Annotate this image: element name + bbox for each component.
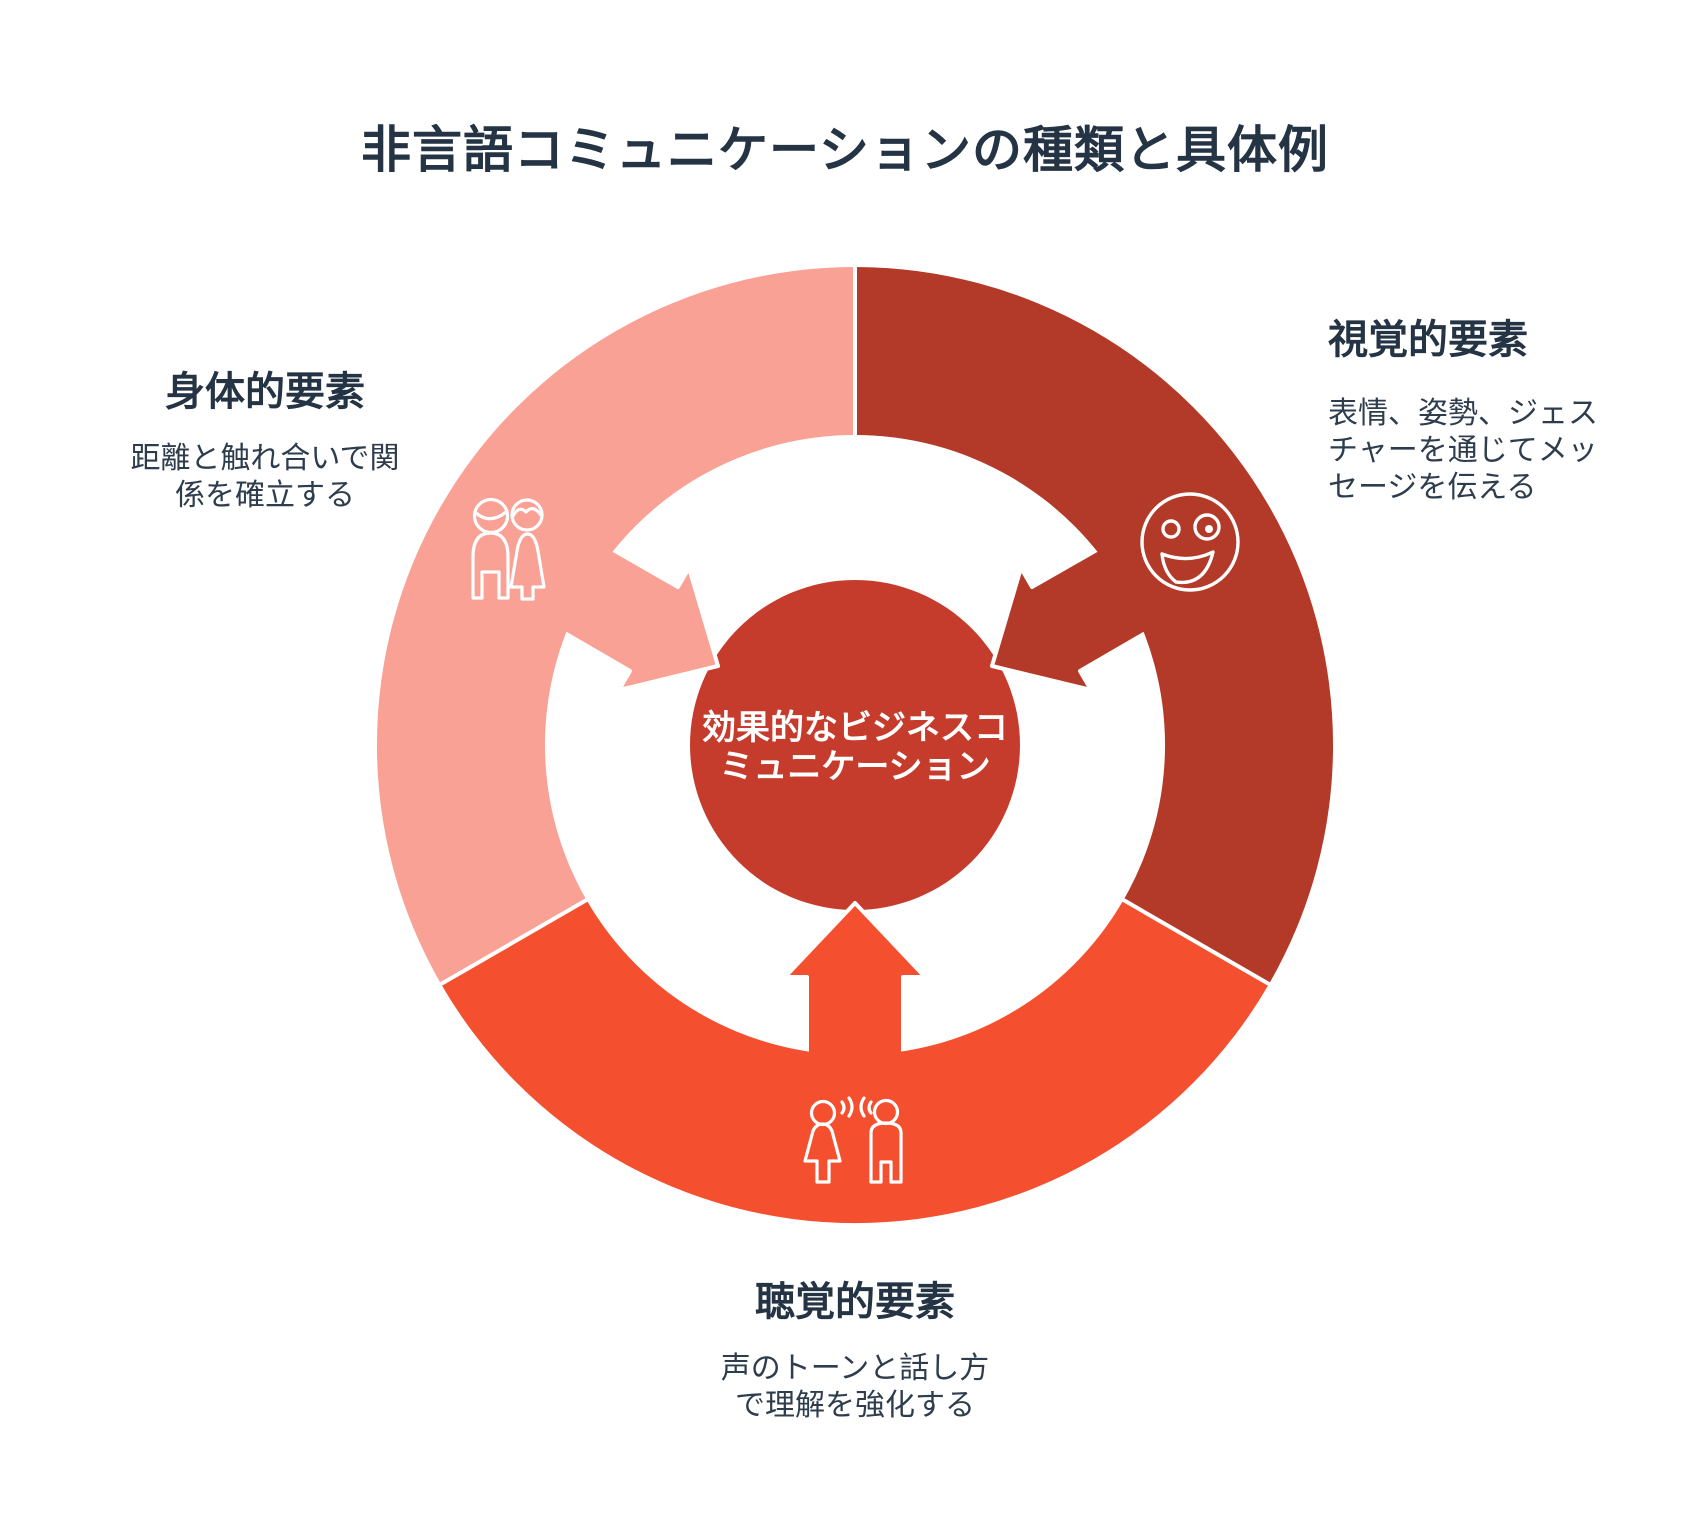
center-circle-label: 効果的なビジネスコ ミュニケーション [702,707,1008,787]
visual-description: 表情、姿勢、ジェス チャーを通じてメッ セージを伝える [1328,396,1598,506]
center-circle [690,580,1020,910]
sound-wave [847,1096,854,1118]
auditory-heading: 聴覚的要素 [755,1279,955,1325]
segment-divider-lower-right [1109,890,1281,992]
ring-segment-visual [855,267,1334,984]
ring-segment-auditory [441,900,1269,1224]
visual-heading: 視覚的要素 [1328,317,1528,363]
segment-divider-lower-left [429,890,601,992]
segment-dividers [429,255,1281,992]
label-auditory: 聴覚的要素 声のトーンと話し方 で理解を強化する [595,1278,1115,1424]
sound-wave [840,1100,846,1115]
sound-wave [867,1100,873,1115]
physical-description: 距離と触れ合いで関 係を確立する [130,441,400,514]
smiley-icon [1140,492,1240,592]
label-physical: 身体的要素 距離と触れ合いで関 係を確立する [55,368,475,514]
auditory-description: 声のトーンと話し方 で理解を強化する [720,1351,990,1424]
talking-people-icon [803,1096,903,1184]
page-title: 非言語コミュニケーションの種類と具体例 [361,121,1329,179]
sound-wave [859,1096,866,1118]
physical-heading: 身体的要素 [165,369,365,415]
donut-ring [376,267,1334,1224]
ring-segment-physical [376,267,855,984]
label-visual: 視覚的要素 表情、姿勢、ジェス チャーを通じてメッ セージを伝える [1328,316,1678,507]
couple-icon [471,497,546,601]
